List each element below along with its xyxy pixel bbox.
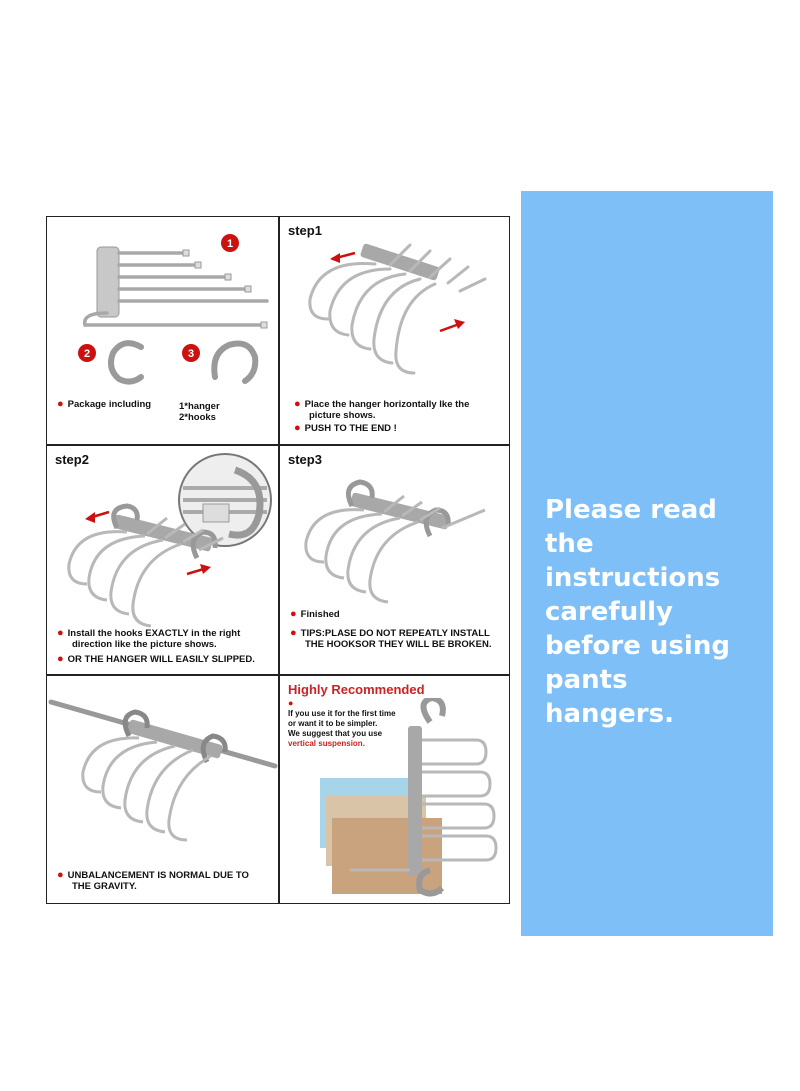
recommended-text-line3: We suggest that you use [288, 729, 383, 738]
notice-panel: Please read the instructions carefully b… [521, 191, 773, 936]
package-contents-hooks: 2*hooks [179, 412, 216, 423]
instruction-grid: 1 2 3 ●Package including 1*hanger 2*hook… [46, 216, 510, 904]
gravity-caption-line2: THE GRAVITY. [72, 881, 137, 892]
notice-message: Please read the instructions carefully b… [545, 495, 730, 729]
hanger-illustration [308, 243, 487, 375]
panel-step3: step3 ●Finished ●TIPS:PLASE DO NOT REPEA… [280, 446, 509, 674]
recommended-text-line1: If you use it for the first time [288, 709, 396, 718]
badge-3-icon: 3 [182, 344, 200, 362]
recommended-title: Highly Recommended [288, 682, 425, 697]
step2-caption-line1: Install the hooks EXACTLY in the right [67, 628, 241, 639]
bullet-icon: ● [57, 627, 64, 639]
hanger-on-rod-illustration [48, 699, 278, 842]
bullet-icon: ● [57, 869, 64, 881]
badge-1-icon: 1 [221, 234, 239, 252]
svg-text:3: 3 [188, 348, 194, 360]
recommended-text-line2: or want it to be simpler. [288, 719, 378, 728]
grid-divider-row2 [47, 674, 509, 676]
bullet-icon: ● [290, 627, 297, 639]
grid-divider-vertical [278, 217, 280, 903]
panel-package: 1 2 3 ●Package including 1*hanger 2*hook… [47, 217, 278, 444]
hook-icon [211, 340, 259, 384]
panel-step2: step2 ●Install the hooks EXACTLY [47, 446, 278, 674]
step1-caption-line2: picture shows. [309, 410, 376, 421]
svg-text:1: 1 [227, 238, 233, 250]
step2-caption-line2: direction like the picture shows. [72, 639, 217, 650]
hook-closeup-illustration [178, 453, 272, 547]
bullet-icon: ● [57, 653, 64, 665]
step1-caption-line3: PUSH TO THE END ! [304, 423, 397, 434]
step3-title: step3 [288, 452, 322, 467]
grid-divider-row1 [47, 444, 509, 446]
bullet-icon: ● [294, 422, 301, 434]
panel-step1: step1 ●Place the hanger horizontally lke… [280, 217, 509, 444]
step3-caption-line3: THE HOOKSOR THEY WILL BE BROKEN. [305, 639, 492, 650]
bullet-icon: ● [288, 698, 294, 708]
bullet-icon: ● [290, 608, 297, 620]
step2-caption-line3: OR THE HANGER WILL EASILY SLIPPED. [67, 654, 255, 665]
bullet-icon: ● [294, 398, 301, 410]
vertical-hanger-illustration [320, 698, 498, 897]
hanger-illustration [67, 503, 224, 628]
step3-caption-line1: Finished [300, 609, 340, 620]
hook-icon [108, 340, 144, 385]
svg-text:2: 2 [84, 348, 90, 360]
bullet-icon: ● [57, 398, 64, 410]
gravity-caption-line1: UNBALANCEMENT IS NORMAL DUE TO [67, 870, 249, 881]
recommended-text-line4: vertical suspension. [288, 739, 365, 748]
package-contents-hanger: 1*hanger [179, 401, 220, 412]
package-caption: Package including [67, 399, 152, 410]
panel-gravity: ●UNBALANCEMENT IS NORMAL DUE TO THE GRAV… [47, 676, 278, 903]
hanger-illustration [304, 479, 486, 604]
panel-recommended: Highly Recommended ● If you use it for t… [280, 676, 509, 903]
step1-title: step1 [288, 223, 322, 238]
step2-title: step2 [55, 452, 89, 467]
badge-2-icon: 2 [78, 344, 96, 362]
step1-caption-line1: Place the hanger horizontally lke the [304, 399, 470, 410]
hanger-illustration [82, 246, 269, 329]
step3-caption-line2: TIPS:PLASE DO NOT REPEATLY INSTALL [300, 628, 490, 639]
